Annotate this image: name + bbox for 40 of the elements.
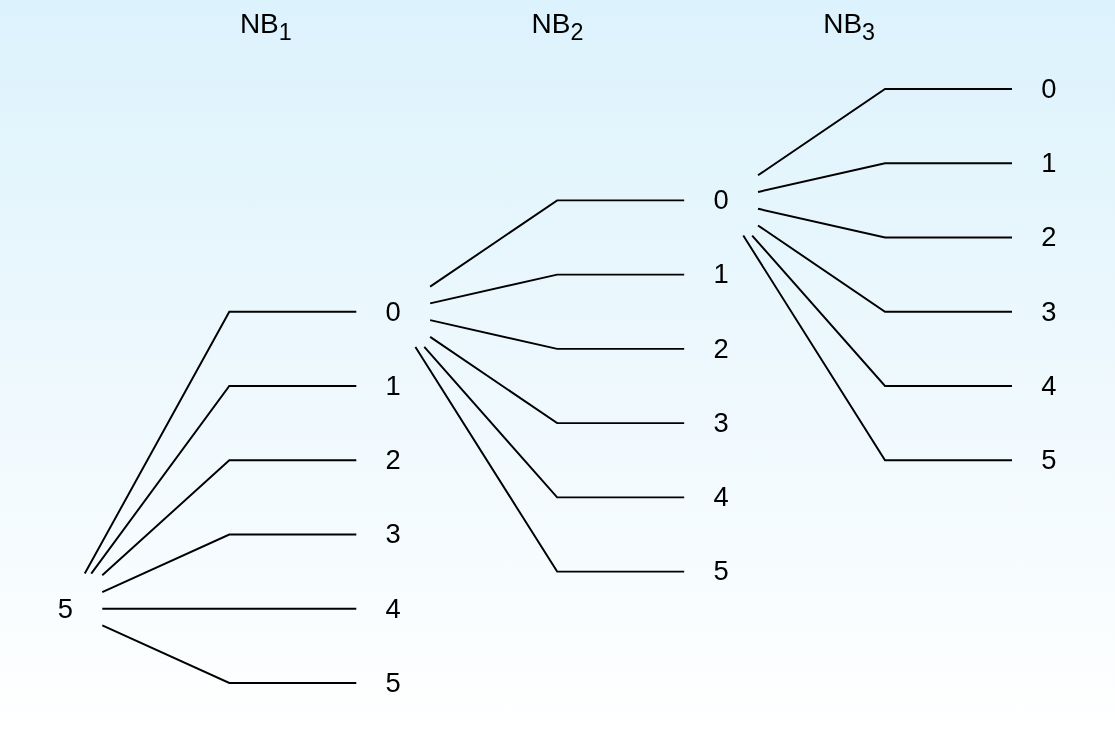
connector xyxy=(101,624,358,684)
connector xyxy=(90,384,358,575)
node-text: 4 xyxy=(713,481,730,512)
node-text: 4 xyxy=(385,592,402,624)
node-text: 1 xyxy=(713,258,730,289)
connector xyxy=(429,318,686,350)
node-text: 2 xyxy=(713,332,730,364)
connector xyxy=(429,273,686,304)
connector xyxy=(757,224,1014,313)
node-text: 4 xyxy=(1041,369,1057,401)
node-text: 5 xyxy=(1041,444,1057,475)
connector xyxy=(742,234,1014,461)
connector xyxy=(757,161,1014,193)
connector xyxy=(101,533,358,593)
node-text: 3 xyxy=(1041,295,1057,326)
connector xyxy=(429,335,686,424)
node-text: 2 xyxy=(385,444,402,475)
node-text: 2 xyxy=(1041,221,1057,252)
node-text: 0 xyxy=(713,184,730,215)
column-heading: NB$_{1}$ xyxy=(239,8,292,46)
node-text: 3 xyxy=(385,518,402,549)
node-text: 0 xyxy=(385,295,402,326)
node-text: 3 xyxy=(713,407,730,438)
node-text: 5 xyxy=(58,592,74,624)
column-heading: NB$_{3}$ xyxy=(823,8,876,46)
connector xyxy=(429,199,686,288)
connector xyxy=(101,607,358,610)
connector xyxy=(84,310,358,575)
connector xyxy=(757,207,1014,239)
connector xyxy=(414,345,686,573)
column-heading: NB$_{2}$ xyxy=(531,8,584,46)
connector xyxy=(423,345,686,498)
node-text: 1 xyxy=(1041,147,1057,178)
connector xyxy=(757,87,1014,176)
node-text: 5 xyxy=(713,555,730,586)
node-text: 5 xyxy=(385,666,402,698)
connector xyxy=(751,234,1014,387)
connector xyxy=(101,458,358,576)
node-text: 1 xyxy=(385,369,402,401)
node-text: 0 xyxy=(1041,72,1057,104)
